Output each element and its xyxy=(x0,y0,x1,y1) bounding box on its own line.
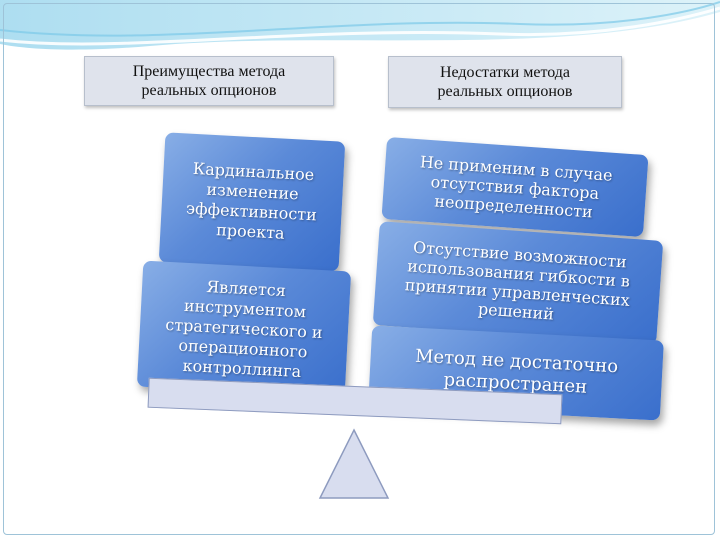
advantages-header-text: Преимущества метода реальных опционов xyxy=(132,63,286,99)
slide-frame xyxy=(3,3,715,535)
advantages-header: Преимущества метода реальных опционов xyxy=(84,56,334,106)
advantage-card-1: Кардинальное изменение эффективности про… xyxy=(158,132,346,272)
advantage-card-2: Является инструментом стратегического и … xyxy=(136,260,352,398)
disadvantages-header: Недостатки метода реальных опционов xyxy=(388,56,622,108)
disadvantage-card-2: Отсутствие возможности использования гиб… xyxy=(372,221,664,345)
fulcrum-triangle xyxy=(318,428,390,499)
decorative-wave-header xyxy=(0,0,720,50)
disadvantages-header-text: Недостатки метода реальных опционов xyxy=(437,64,573,100)
